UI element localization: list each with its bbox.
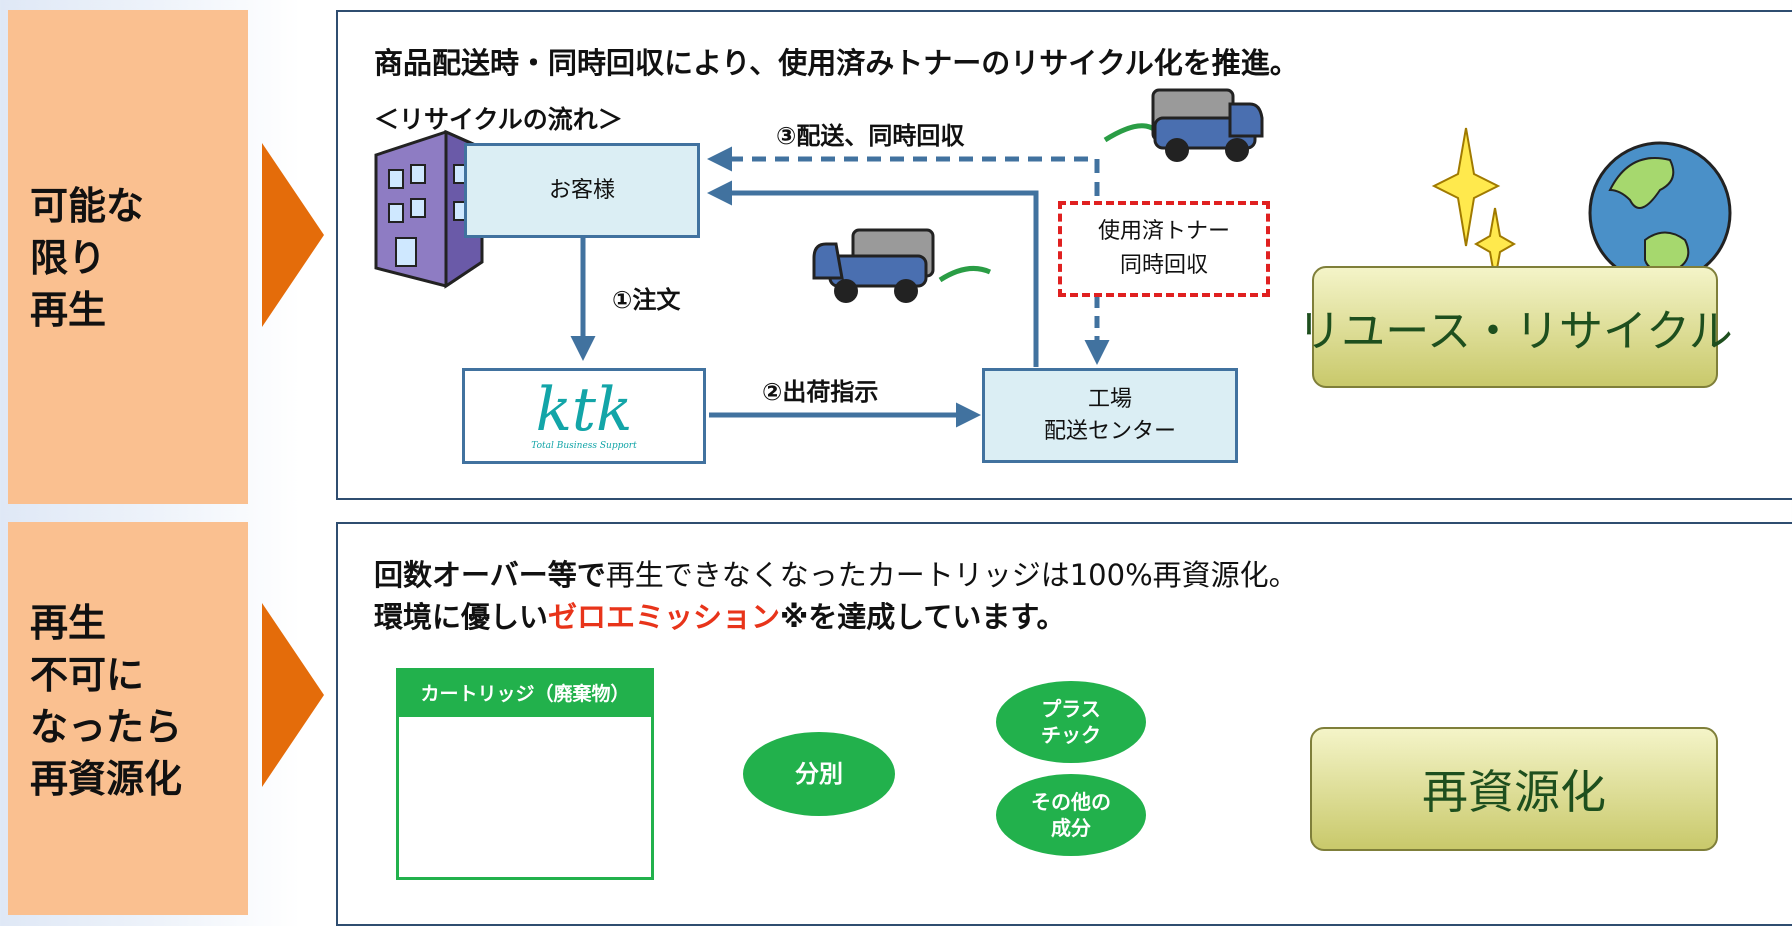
arrow-delivery-dashed	[707, 146, 1100, 196]
step-delivery-label: ③配送、同時回収	[776, 122, 965, 150]
side-band-top: 可能な 限り 再生	[8, 10, 248, 504]
earth-icon	[1588, 141, 1732, 285]
step-ship-label: ②出荷指示	[762, 378, 879, 406]
cartridge-title: カートリッジ（廃棄物）	[399, 671, 651, 717]
side-label-reuse: 可能な 限り 再生	[30, 184, 145, 332]
headline-bold-part-3: ※を達成しています。	[780, 600, 1066, 634]
section-arrow-top	[262, 143, 324, 327]
sparkle-icon	[1431, 127, 1517, 281]
section-arrow-bottom	[262, 603, 324, 787]
ktk-logo: ktk	[535, 375, 633, 445]
panel2-headline-line2: 環境に優しいゼロエミッション※を達成しています。	[374, 594, 1065, 636]
headline-normal-part: 再生できなくなったカートリッジは100%再資源化。	[605, 558, 1298, 592]
truck-icon	[1103, 88, 1264, 162]
arrow-delivery	[707, 180, 1039, 367]
zero-emission-highlight: ゼロエミッション	[548, 600, 781, 634]
side-band-bottom: 再生 不可に なったら 再資源化	[8, 522, 248, 915]
goal-reuse-recycle: リユース・リサイクル	[1297, 266, 1733, 388]
building-icon	[374, 129, 484, 289]
goal-resource-recovery: 再資源化	[1310, 727, 1718, 851]
oval-plastic: プラス チック	[996, 681, 1146, 763]
side-label-recycle: 再生 不可に なったら 再資源化	[30, 601, 183, 801]
panel2-headline-line1: 回数オーバー等で再生できなくなったカートリッジは100%再資源化。	[374, 552, 1298, 594]
headline-bold-part-2: 環境に優しい	[374, 600, 549, 634]
headline-bold-part: 回数オーバー等で	[374, 558, 606, 592]
node-factory: 工場 配送センター	[982, 368, 1238, 463]
ktk-tagline: Total Business Support	[531, 441, 637, 451]
collected-toner-box: 使用済トナー 同時回収	[1058, 201, 1270, 297]
oval-sort: 分別	[743, 732, 895, 816]
cartridge-waste-box: カートリッジ（廃棄物）	[396, 668, 654, 880]
truck-icon-delivery	[812, 228, 992, 303]
oval-other: その他の 成分	[996, 774, 1146, 856]
panel1-headline: 商品配送時・同時回収により、使用済みトナーのリサイクル化を推進。	[374, 46, 1299, 80]
node-ktk: ktk Total Business Support	[462, 368, 706, 464]
flow-title: ＜リサイクルの流れ＞	[374, 105, 623, 134]
node-customer: お客様	[464, 143, 700, 238]
step-order-label: ①注文	[612, 286, 681, 314]
